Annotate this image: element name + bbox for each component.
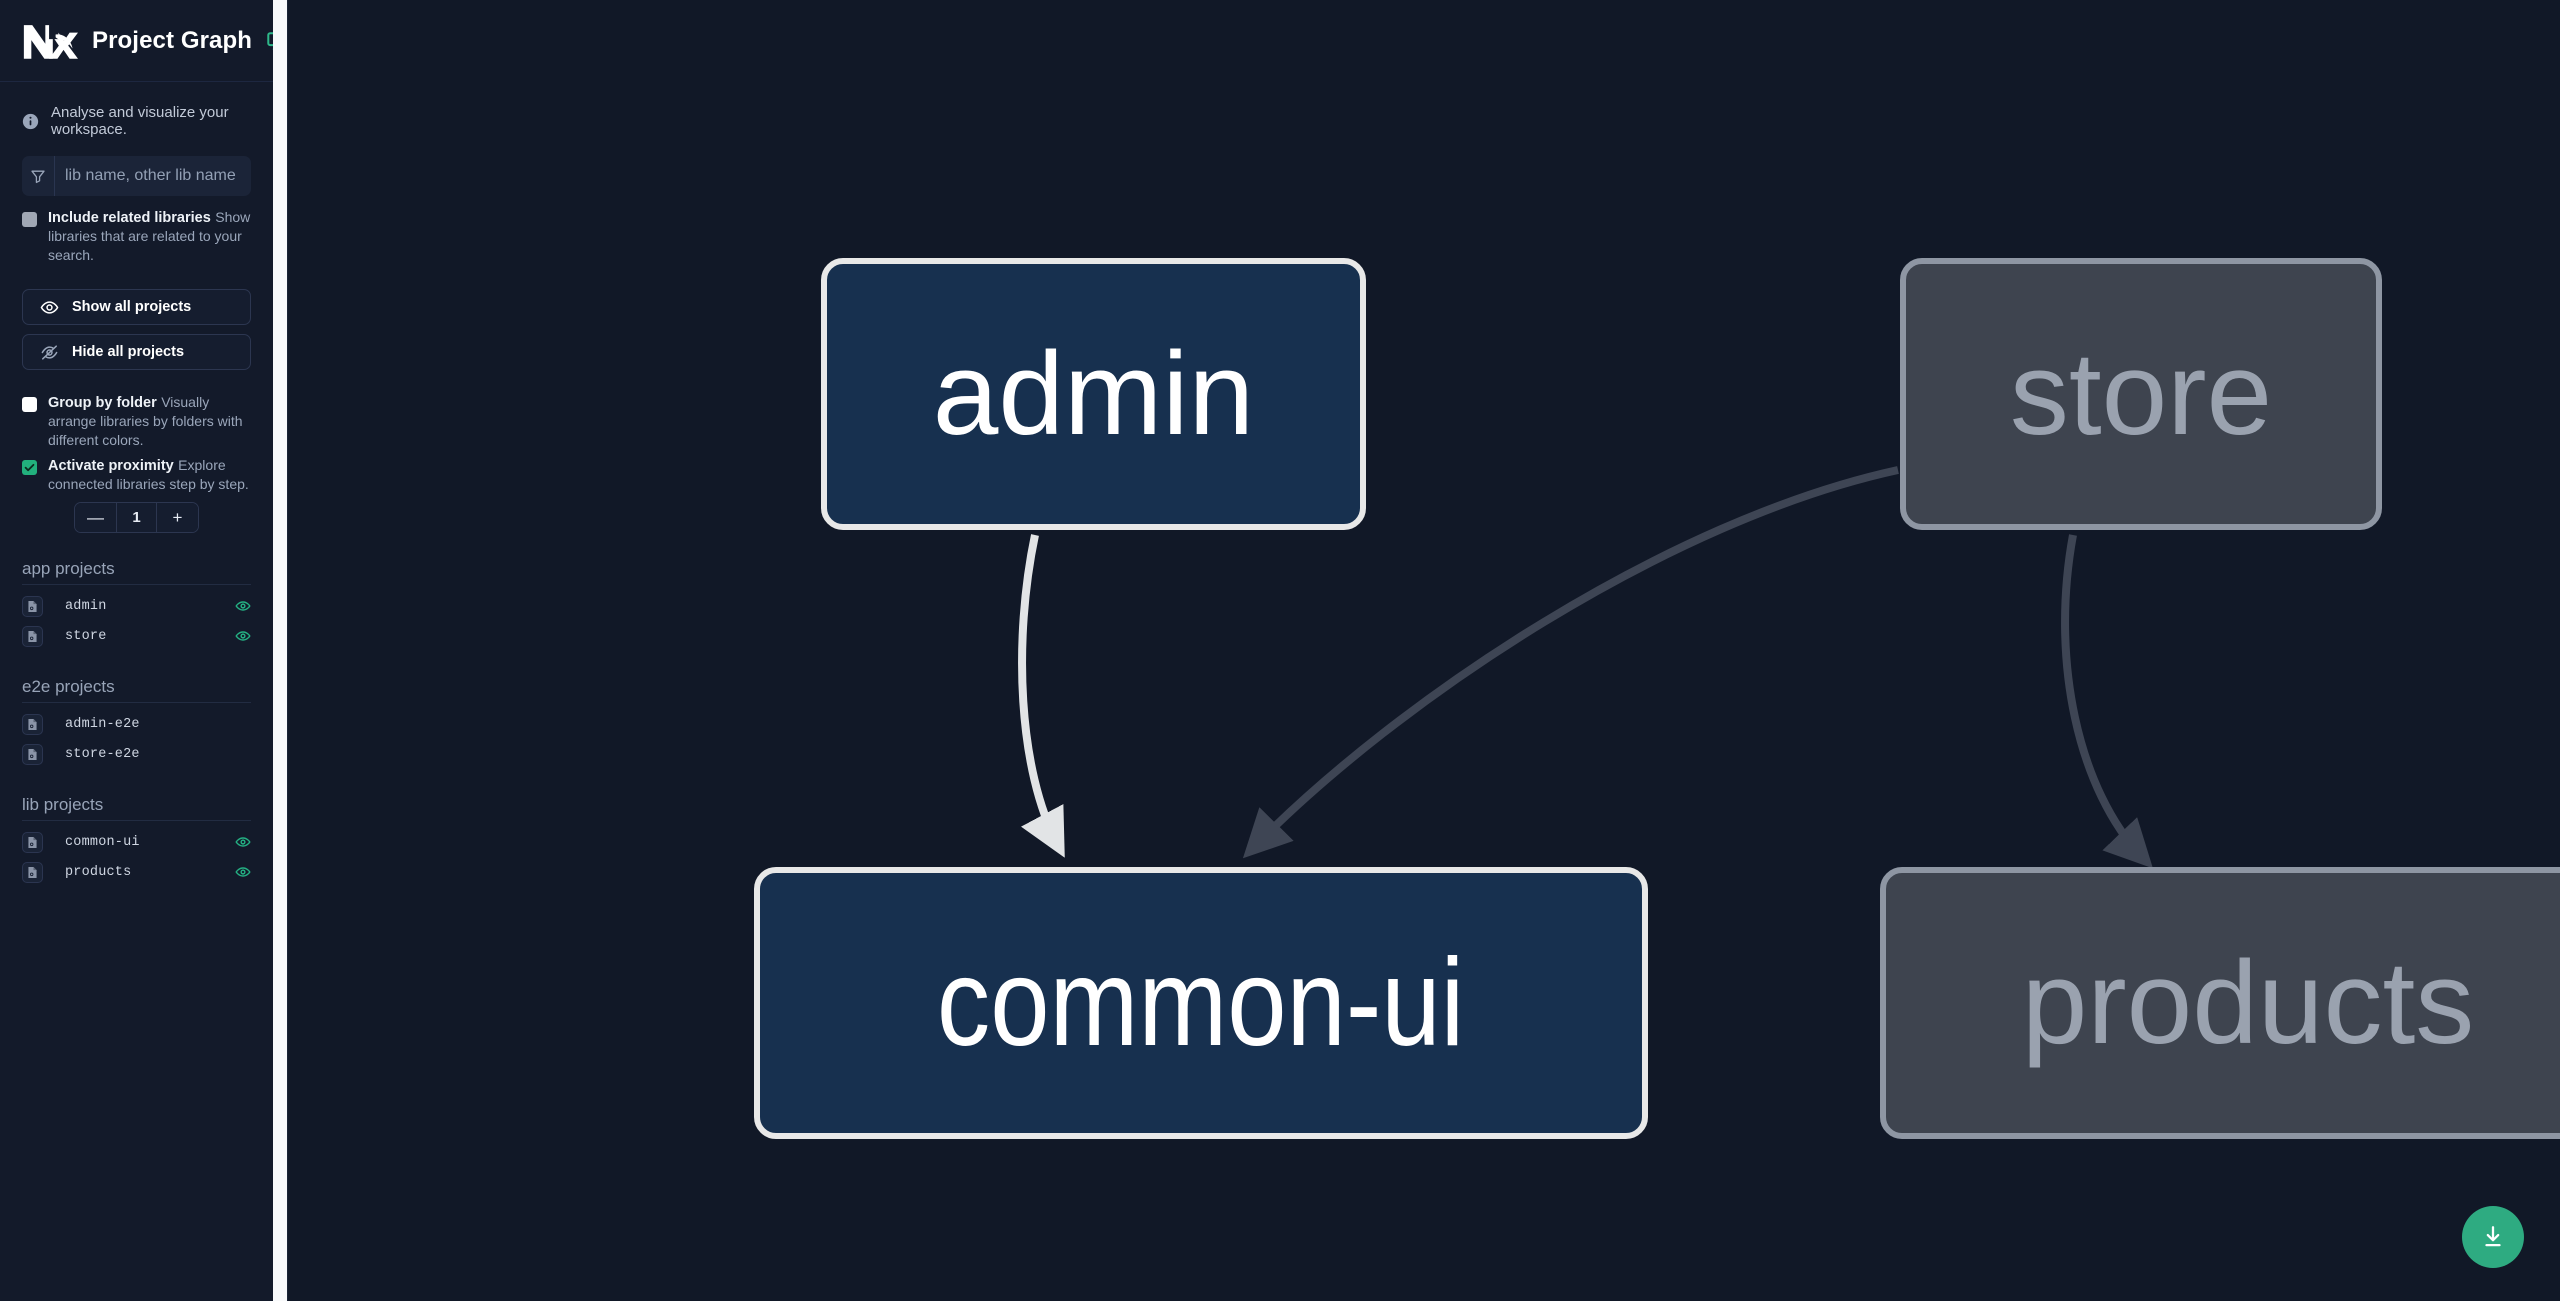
edge-store-to-products (2061, 534, 2153, 869)
eye-icon[interactable] (235, 864, 251, 880)
project-name: common-ui (65, 834, 140, 850)
monitor-icon[interactable] (266, 30, 273, 52)
file-icon (22, 831, 43, 853)
graph-node-common-ui[interactable]: common-ui (754, 867, 1648, 1139)
project-row-store[interactable]: store (22, 621, 251, 651)
project-row-admin[interactable]: admin (22, 591, 251, 621)
eye-icon[interactable] (235, 598, 251, 614)
project-row-common-ui[interactable]: common-ui (22, 827, 251, 857)
project-row-admin-e2e[interactable]: admin-e2e (22, 709, 251, 739)
option-group-by-folder[interactable]: Group by folder Visually arrange librari… (22, 393, 251, 450)
project-group-title: e2e projects (22, 677, 251, 703)
proximity-increment-button[interactable]: + (157, 503, 198, 532)
sidebar-tagline-text: Analyse and visualize your workspace. (51, 104, 229, 138)
option-label: Group by folder (48, 395, 157, 411)
graph-node-products[interactable]: products (1880, 867, 2560, 1139)
graph-node-label: products (2021, 937, 2475, 1069)
graph-node-admin[interactable]: admin (821, 258, 1366, 530)
group-by-folder-checkbox[interactable] (22, 397, 37, 412)
project-group-e2e: e2e projects admin-e2e (22, 677, 251, 769)
hide-all-projects-label: Hide all projects (72, 344, 185, 360)
page-title: Project Graph (92, 26, 253, 54)
show-all-projects-button[interactable]: Show all projects (22, 289, 251, 325)
project-group-app: app projects admin (22, 559, 251, 651)
option-description: Explore connected libraries step by step… (48, 457, 249, 492)
eye-icon (40, 300, 59, 314)
eye-off-icon (41, 344, 58, 360)
project-name: admin (65, 598, 107, 614)
download-icon (2485, 1226, 2501, 1247)
project-row-products[interactable]: products (22, 857, 251, 887)
graph-edges (1018, 466, 2153, 869)
eye-icon[interactable] (235, 834, 251, 850)
nx-logo-icon (22, 21, 78, 61)
hide-all-projects-button[interactable]: Hide all projects (22, 334, 251, 370)
sidebar-scrollbar[interactable] (273, 0, 288, 1301)
project-group-title: lib projects (22, 795, 251, 821)
option-label: Activate proximity (48, 458, 174, 474)
sidebar: Project Graph Analyse and visualize your… (0, 0, 273, 1301)
sidebar-header: Project Graph (0, 0, 273, 82)
project-name: admin-e2e (65, 716, 140, 732)
activate-proximity-checkbox[interactable] (22, 460, 37, 475)
graph-canvas[interactable]: admin store common-ui products (288, 0, 2560, 1301)
file-icon (22, 743, 43, 765)
option-description: Visually arrange libraries by folders wi… (48, 394, 243, 448)
eye-icon[interactable] (235, 628, 251, 644)
project-name: products (65, 864, 132, 880)
option-activate-proximity[interactable]: Activate proximity Explore connected lib… (22, 456, 251, 494)
file-icon (22, 625, 43, 647)
proximity-decrement-button[interactable]: — (75, 503, 116, 532)
graph-node-label: admin (932, 328, 1255, 460)
option-include-related-libraries[interactable]: Include related libraries Show libraries… (22, 208, 251, 265)
include-related-libraries-checkbox[interactable] (22, 212, 37, 227)
graph-node-label: common-ui (937, 934, 1465, 1072)
graph-node-label: store (2009, 328, 2273, 460)
project-row-store-e2e[interactable]: store-e2e (22, 739, 251, 769)
project-name: store-e2e (65, 746, 140, 762)
option-label: Include related libraries (48, 210, 211, 226)
info-icon (22, 113, 39, 130)
sidebar-body: Include related libraries Show libraries… (0, 156, 273, 887)
graph-node-store[interactable]: store (1900, 258, 2382, 530)
search-field[interactable] (22, 156, 251, 196)
search-input[interactable] (55, 156, 251, 196)
file-icon (22, 861, 43, 883)
option-description: Show libraries that are related to your … (48, 209, 251, 263)
proximity-value: 1 (116, 503, 157, 532)
show-all-projects-label: Show all projects (72, 299, 192, 315)
edge-admin-to-common-ui (1018, 534, 1065, 858)
edge-store-to-common-ui (1242, 466, 1899, 859)
project-name: store (65, 628, 107, 644)
download-graph-button[interactable] (2462, 1206, 2524, 1268)
project-group-title: app projects (22, 559, 251, 585)
sidebar-tagline: Analyse and visualize your workspace. (0, 82, 273, 156)
project-group-lib: lib projects common-ui (22, 795, 251, 887)
file-icon (22, 595, 43, 617)
funnel-icon (22, 156, 55, 196)
file-icon (22, 713, 43, 735)
proximity-stepper: — 1 + (22, 502, 251, 533)
